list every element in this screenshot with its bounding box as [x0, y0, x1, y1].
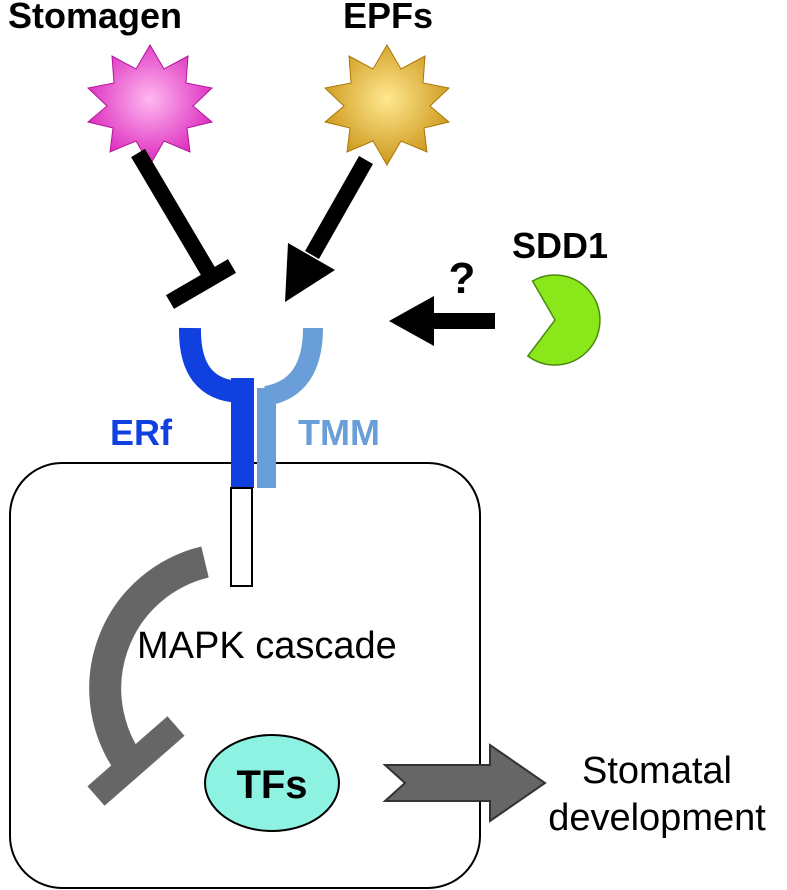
output-arrow: [382, 743, 547, 823]
tmm-receptor-stem: [257, 388, 276, 488]
erf-receptor-stem: [231, 378, 254, 488]
sdd1-arrow-head: [389, 296, 434, 346]
epfs-arrow-head: [285, 243, 335, 302]
tmm-label: TMM: [298, 412, 380, 453]
outcome-label-line1: Stomatal: [582, 750, 732, 792]
stomagen-inhibition-bar: [165, 259, 237, 309]
outcome-label-line2: development: [548, 797, 766, 839]
unknown-mechanism-label: ?: [449, 254, 476, 303]
mapk-cascade-arc: [89, 546, 210, 781]
epfs-arrow-shaft: [305, 156, 373, 259]
erf-receptor-arm: [178, 327, 241, 403]
tmm-receptor-arm: [263, 327, 323, 406]
mapk-cascade-label: MAPK cascade: [137, 625, 397, 667]
sdd1-label: SDD1: [512, 225, 608, 266]
erf-label: ERf: [110, 412, 173, 453]
stomagen-inhibition-line: [131, 148, 219, 283]
mapk-cascade-bar: [87, 716, 185, 806]
tfs-ellipse: [204, 734, 340, 832]
stomagen-peptide-icon: [86, 44, 214, 166]
erf-kinase-domain: [230, 487, 253, 587]
sdd1-protease-icon: [526, 274, 601, 366]
epfs-peptide-icon: [323, 44, 451, 166]
tfs-label: TFs: [236, 763, 307, 807]
stomagen-label: Stomagen: [8, 0, 182, 36]
epfs-label: EPFs: [343, 0, 433, 36]
